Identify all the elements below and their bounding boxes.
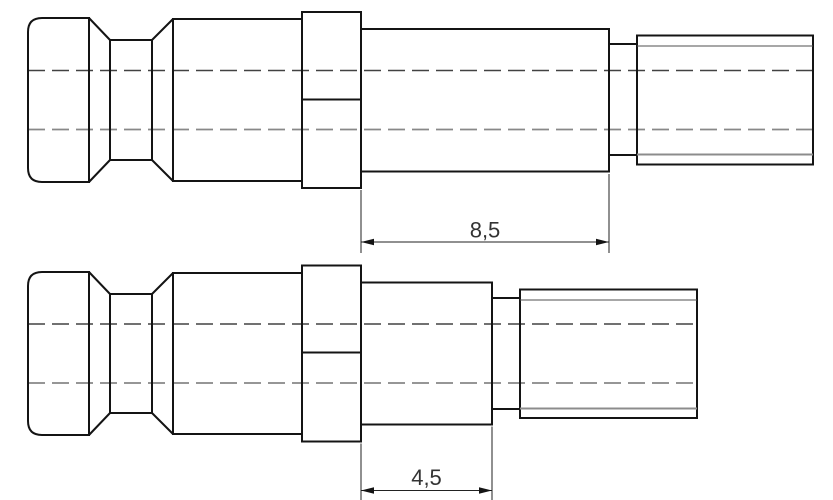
neck-body-taper-lines [151,18,174,182]
dimension-label: 8,5 [470,218,501,243]
dimension-lower: 4,5 [360,426,493,500]
dimension-arrow-left [361,238,374,246]
dimension-upper: 8,5 [360,174,610,253]
thread-section-outline [636,34,814,166]
barrel-outline [361,281,493,426]
body-cylinder-outline [172,18,302,182]
head-outline [27,17,90,183]
head-outline [27,271,90,436]
thread-neck-lines [492,297,520,410]
head-neck-taper-lines [88,17,111,183]
barrel-outline [361,28,610,173]
neck-groove-outline [109,293,153,414]
dimension-arrow-right [596,238,609,246]
dimension-arrow-left [361,487,374,494]
dimension-label: 4,5 [411,465,442,490]
neck-body-taper-lines [151,272,174,435]
neck-groove-outline [109,39,153,161]
dimension-arrow-right [479,487,492,494]
part-view-upper: 8,5 [27,11,814,253]
part-view-lower: 4,5 [27,264,698,500]
body-cylinder-outline [172,272,302,435]
thread-neck-lines [609,43,637,156]
head-neck-taper-lines [88,271,111,436]
thread-section-outline [519,288,698,419]
